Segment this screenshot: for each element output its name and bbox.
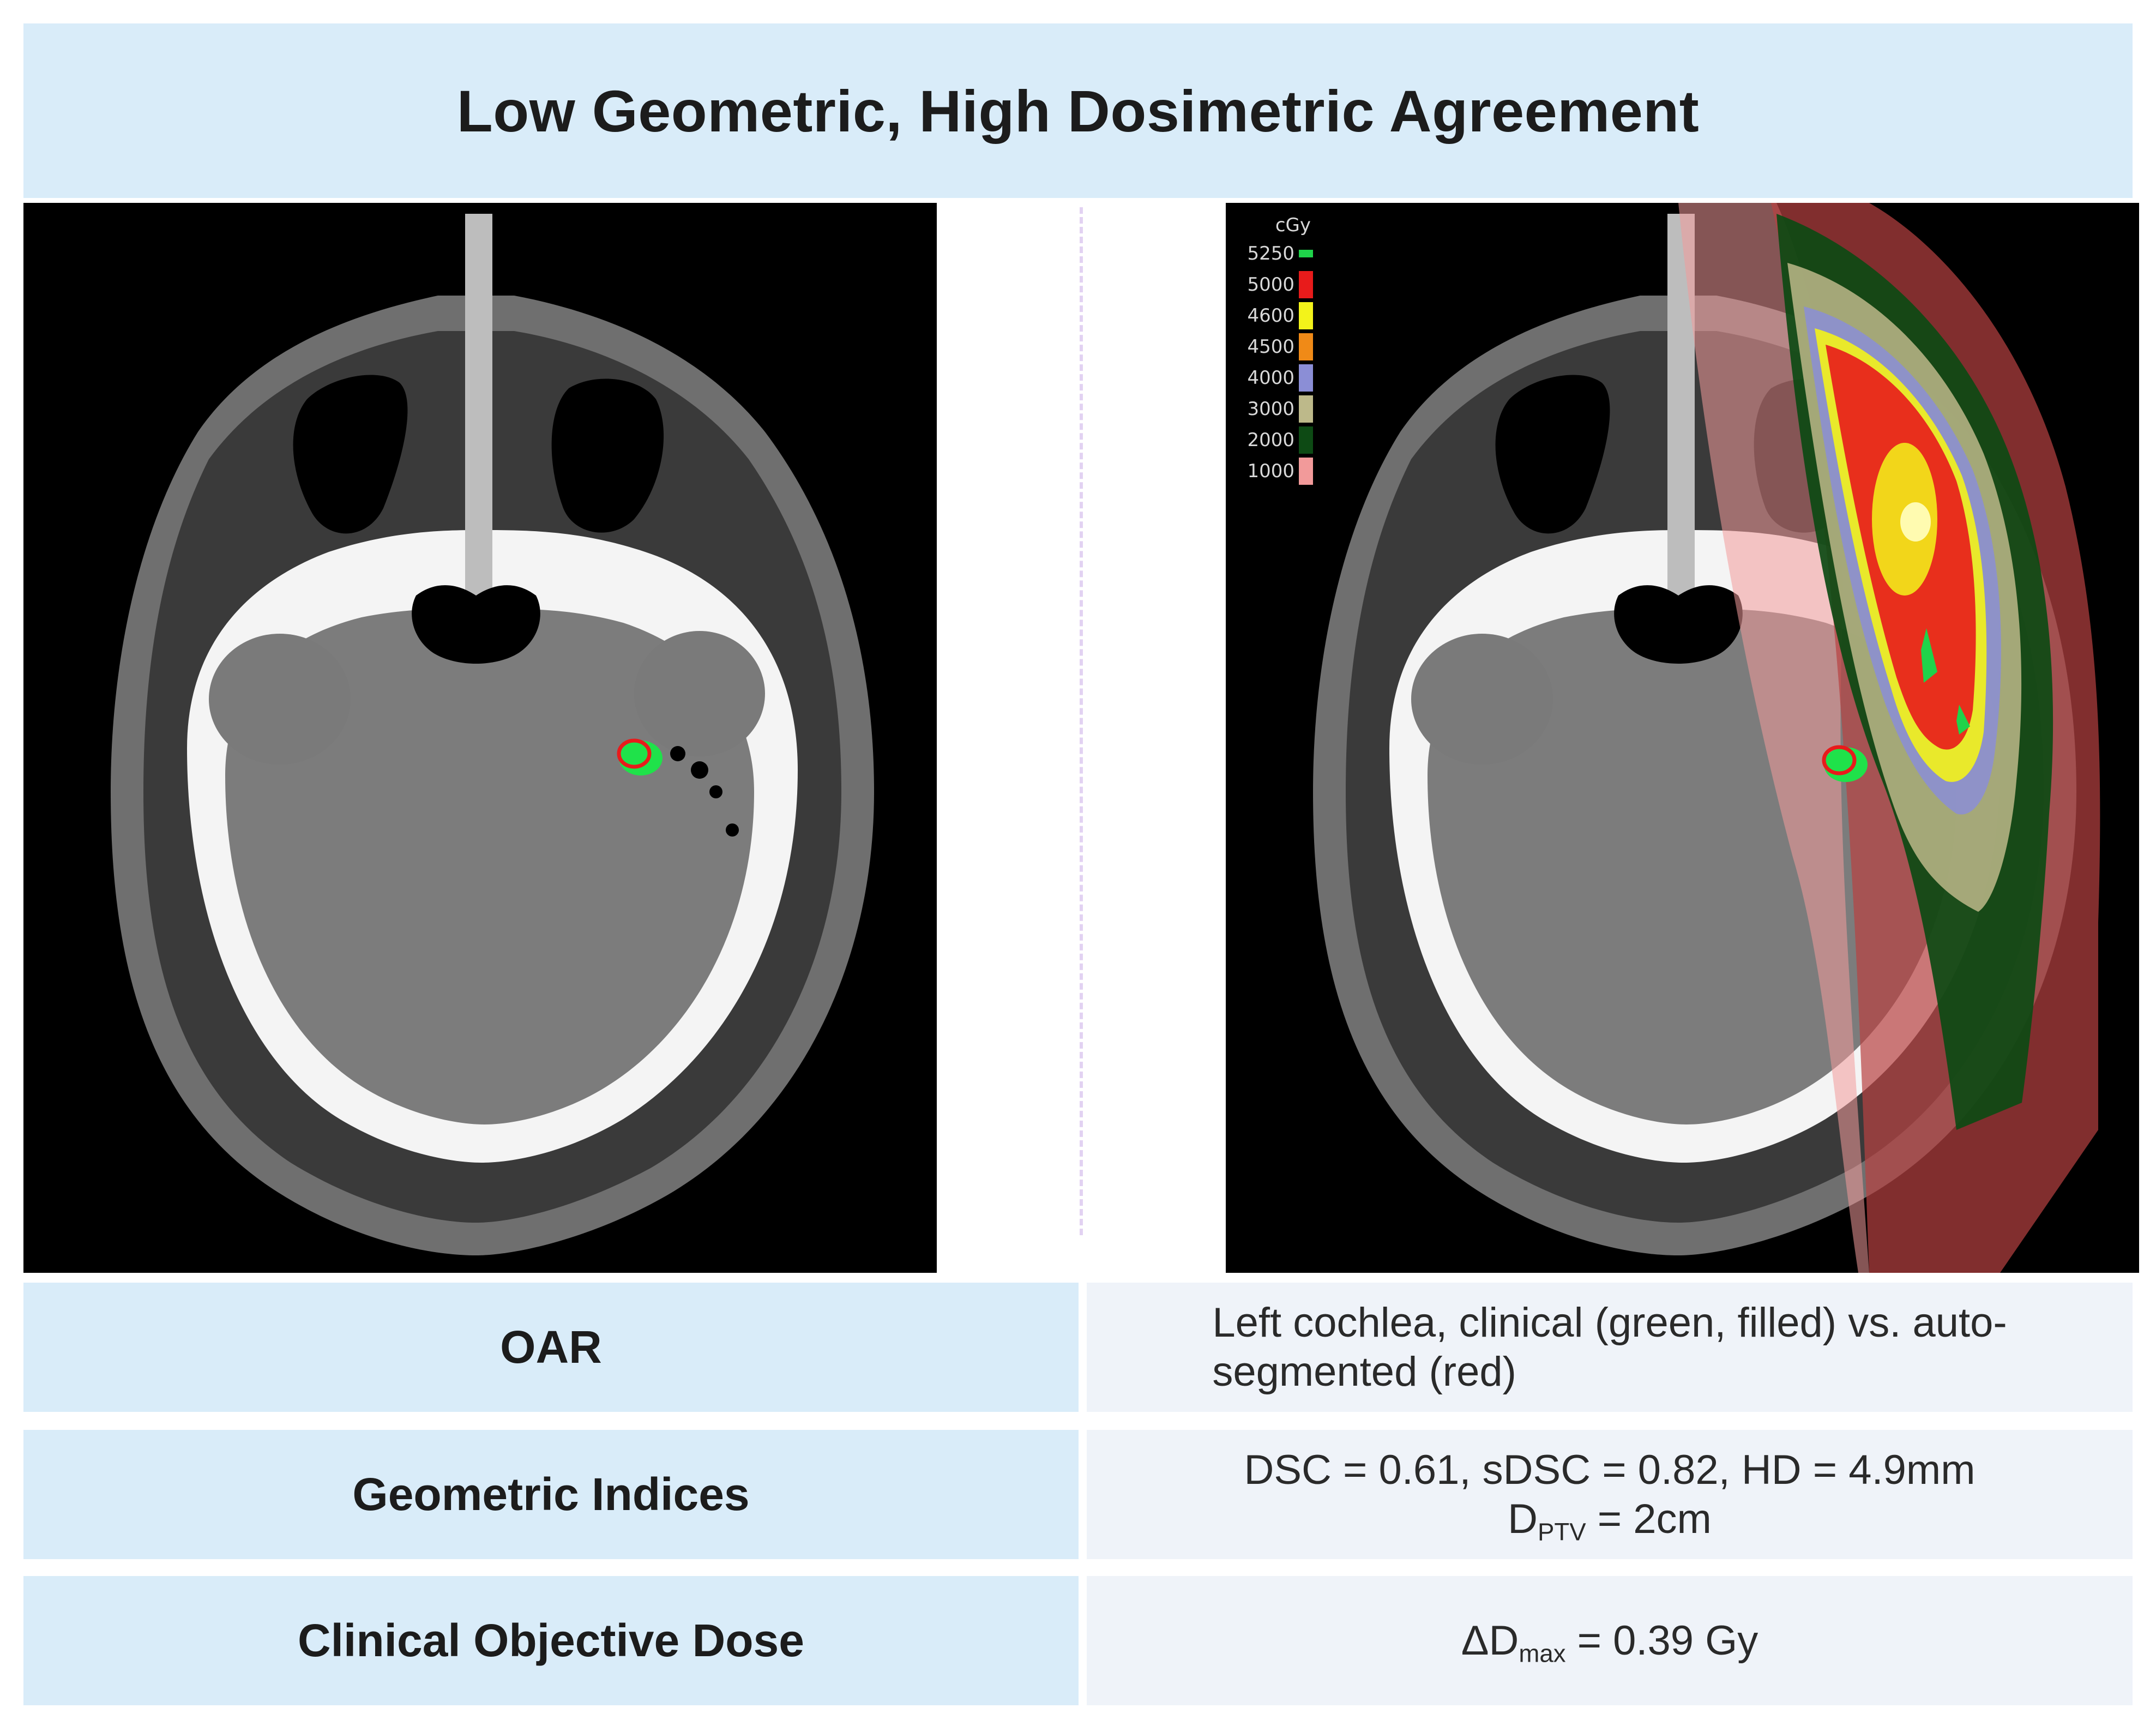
geometric-indices-line1: DSC = 0.61, sDSC = 0.82, HD = 4.9mm [1244, 1446, 1976, 1493]
dose-legend-swatch [1299, 270, 1313, 298]
row-clinical-label: Clinical Objective Dose [23, 1576, 1079, 1705]
row-oar-label: OAR [23, 1283, 1079, 1412]
row-clinical-value: ΔDmax = 0.39 Gy [1087, 1576, 2133, 1705]
dose-legend-item: 4500 [1240, 331, 1327, 362]
dose-legend-swatch [1299, 249, 1313, 257]
dose-legend-swatch [1299, 426, 1313, 454]
dose-legend-value: 4000 [1247, 366, 1294, 389]
dose-legend-unit: cGy [1275, 214, 1311, 236]
title-banner: Low Geometric, High Dosimetric Agreement [23, 23, 2133, 198]
dose-legend-swatch [1299, 302, 1313, 329]
geometric-indices-value: DSC = 0.61, sDSC = 0.82, HD = 4.9mm DPTV… [1244, 1446, 1976, 1546]
dose-legend-item: 3000 [1240, 393, 1327, 424]
ct-image-dose: cGy 5250 5000 4600 4500 4000 3000 2000 1000 [1226, 203, 2139, 1273]
dose-legend-value: 5000 [1247, 273, 1294, 296]
oar-description-line2: segmented (red) [1212, 1348, 1516, 1395]
dose-legend-item: 2000 [1240, 424, 1327, 455]
dose-legend-value: 2000 [1247, 429, 1294, 451]
oar-description-line1: Left cochlea, clinical (green, filled) v… [1212, 1299, 2007, 1346]
dose-legend-value: 5250 [1247, 242, 1294, 264]
oar-label: OAR [500, 1321, 602, 1373]
dose-legend-item: 4000 [1240, 362, 1327, 393]
dose-legend-swatch [1299, 457, 1313, 485]
dose-legend-swatch [1299, 333, 1313, 360]
dose-legend-value: 4600 [1247, 304, 1294, 327]
row-geometric-label: Geometric Indices [23, 1430, 1079, 1559]
ct-image-left [23, 203, 937, 1273]
dose-legend-value: 1000 [1247, 460, 1294, 482]
dose-legend-swatch [1299, 364, 1313, 392]
clinical-objective-dose-label: Clinical Objective Dose [297, 1615, 804, 1666]
dose-legend-item: 5000 [1240, 269, 1327, 300]
oar-description: Left cochlea, clinical (green, filled) v… [1212, 1298, 2007, 1396]
figure-title: Low Geometric, High Dosimetric Agreement [456, 77, 1700, 144]
clinical-objective-dose-value: ΔDmax = 0.39 Gy [1461, 1617, 1758, 1668]
panel-divider [1080, 207, 1083, 1235]
dose-legend-item: 1000 [1240, 455, 1327, 486]
dose-legend-value: 3000 [1247, 398, 1294, 420]
geometric-indices-label: Geometric Indices [352, 1469, 750, 1520]
dose-legend-value: 4500 [1247, 335, 1294, 358]
dose-legend: cGy 5250 5000 4600 4500 4000 3000 2000 1000 [1240, 213, 1327, 486]
row-geometric-value: DSC = 0.61, sDSC = 0.82, HD = 4.9mm DPTV… [1087, 1430, 2133, 1559]
row-oar-value: Left cochlea, clinical (green, filled) v… [1087, 1283, 2133, 1412]
dose-legend-item: 4600 [1240, 300, 1327, 331]
dose-legend-item: 5250 [1240, 238, 1327, 269]
dose-legend-swatch [1299, 395, 1313, 423]
geometric-indices-line2: DPTV = 2cm [1508, 1495, 1712, 1546]
